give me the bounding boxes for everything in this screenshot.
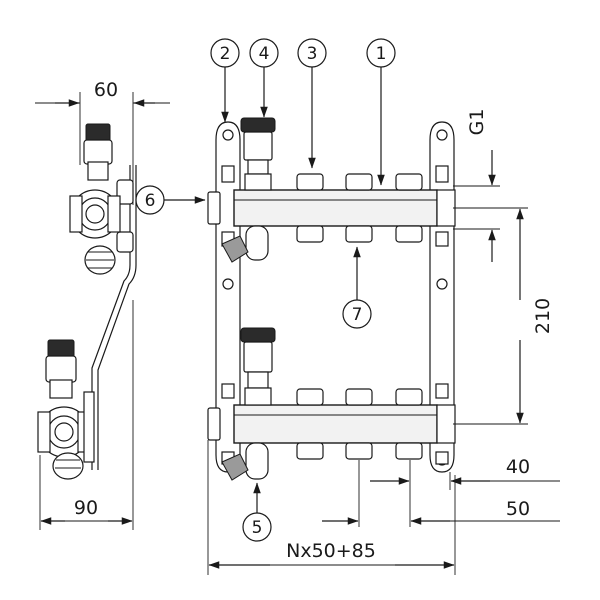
callouts: 2 4 3 1 6 7 5	[135, 38, 396, 542]
callout-4: 4	[259, 44, 270, 64]
front-view	[207, 117, 456, 481]
side-view: 60 90	[35, 79, 170, 530]
callout-5: 5	[252, 518, 263, 538]
dim-height: 210	[532, 298, 554, 334]
dim-thread: G1	[466, 109, 488, 136]
callout-2: 2	[220, 44, 231, 64]
callout-1: 1	[376, 44, 387, 64]
front-dimensions: G1 210 40 50 Nx50+85	[207, 109, 560, 575]
callout-6: 6	[145, 191, 156, 211]
dim-pitch-50: 50	[506, 498, 530, 520]
dim-total-width: Nx50+85	[286, 540, 376, 562]
callout-3: 3	[307, 44, 318, 64]
dim-side-bottom-width: 90	[74, 497, 98, 519]
callout-7: 7	[352, 305, 363, 325]
dim-pitch-40: 40	[506, 456, 530, 478]
dim-side-top-width: 60	[94, 79, 118, 101]
